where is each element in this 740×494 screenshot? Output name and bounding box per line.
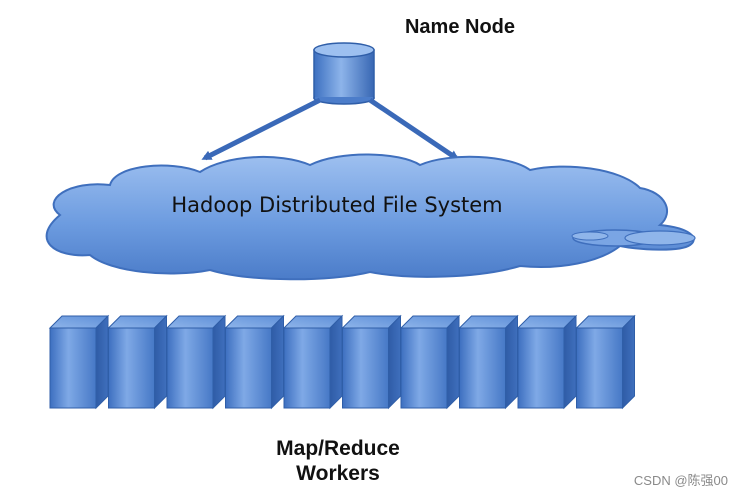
server-block-icon [516, 314, 578, 410]
hdfs-cloud-shape [45, 153, 696, 281]
name-node-label: Name Node [405, 16, 515, 38]
server-block-icon [107, 314, 168, 410]
database-cylinder-icon [313, 42, 375, 105]
hdfs-label: Hadoop Distributed File System [171, 193, 502, 217]
arrow-right [368, 97, 460, 161]
server-block-icon [575, 314, 636, 410]
server-block-icon [282, 314, 344, 410]
server-block-icon [48, 314, 110, 410]
server-block-icon [224, 314, 285, 410]
server-block-icon [458, 314, 519, 410]
workers-label-line1: Map/Reduce [276, 437, 400, 460]
server-block-icon [341, 314, 402, 410]
server-block-icon [399, 314, 461, 410]
workers-label-line2: Workers [296, 462, 380, 485]
workers-group [48, 314, 636, 410]
server-block-icon [165, 314, 227, 410]
watermark-text: CSDN @陈强00 [634, 473, 728, 488]
arrow-left [201, 97, 322, 161]
